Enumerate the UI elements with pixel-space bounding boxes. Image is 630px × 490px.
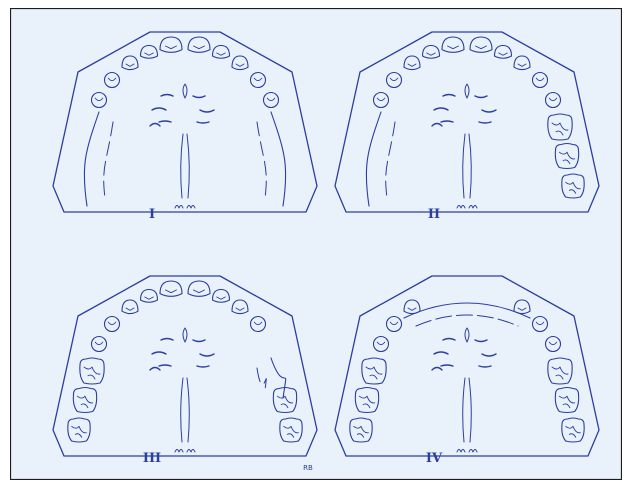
- kennedy-class-label: I: [149, 207, 155, 222]
- kennedy-class-label: III: [143, 451, 161, 466]
- artist-initials: RB: [303, 464, 313, 472]
- kennedy-class-label: II: [428, 207, 440, 222]
- kennedy-class-label: IV: [426, 451, 443, 466]
- figure-background: [10, 8, 622, 480]
